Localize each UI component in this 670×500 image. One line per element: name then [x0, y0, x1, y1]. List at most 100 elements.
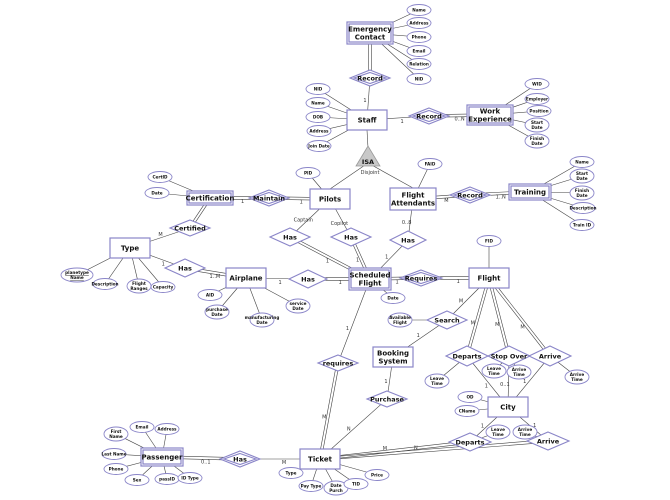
attribute-type[interactable]: Type	[278, 467, 304, 479]
attribute-pay-type[interactable]: Pay Type	[298, 480, 324, 492]
relationship-requires[interactable]: Requires	[398, 269, 444, 287]
relationship-has[interactable]: Has	[218, 450, 262, 468]
attribute-relation[interactable]: Relation	[406, 58, 432, 70]
attribute-date[interactable]: Date	[380, 292, 406, 304]
attribute-name[interactable]: Name	[305, 97, 331, 109]
relationship-has[interactable]: Has	[163, 258, 207, 278]
attribute-label: Join Date	[307, 143, 330, 148]
entity-flight[interactable]: Flight	[468, 267, 510, 289]
attribute-label: Phone	[109, 466, 124, 471]
isa-icon	[355, 145, 381, 167]
relationship-purchase[interactable]: Purchase	[365, 390, 409, 408]
attribute-address[interactable]: Address	[306, 125, 332, 137]
entity-staff[interactable]: Staff	[346, 109, 388, 131]
entity-certification[interactable]: Certification	[186, 190, 235, 206]
entity-ticket[interactable]: Ticket	[299, 448, 341, 470]
relationship-departs[interactable]: Departs	[447, 432, 493, 452]
entity-city[interactable]: City	[487, 396, 529, 418]
attribute-nid[interactable]: NID	[305, 83, 331, 95]
relationship-certified[interactable]: Certified	[168, 219, 212, 237]
relationship-record[interactable]: Record	[448, 186, 492, 204]
attribute-address[interactable]: Address	[154, 423, 180, 435]
relationship-search[interactable]: Search	[425, 310, 469, 330]
relationship-arrive[interactable]: Arrive	[525, 431, 571, 451]
attribute-od[interactable]: OD	[457, 391, 483, 403]
attribute-name[interactable]: Name	[406, 4, 432, 16]
attribute-phone[interactable]: Phone	[406, 31, 432, 43]
attribute-last-name[interactable]: Last Name	[102, 448, 127, 460]
attribute-sex[interactable]: Sex	[124, 474, 150, 486]
attribute-name[interactable]: Name	[569, 156, 595, 168]
cardinality-label: 1	[523, 379, 526, 385]
attribute-aid[interactable]: AID	[197, 289, 223, 301]
attribute-description[interactable]: Description	[91, 278, 119, 290]
attribute-fid[interactable]: FID	[476, 235, 502, 247]
attribute-date[interactable]: Date	[144, 187, 170, 199]
relationship-arrive[interactable]: Arrive	[527, 345, 573, 367]
attribute-employer[interactable]: Employer	[524, 93, 550, 105]
attribute-certid[interactable]: CertID	[147, 171, 173, 183]
relationship-record[interactable]: Record	[348, 69, 392, 87]
attribute-id-type[interactable]: ID Type	[177, 472, 203, 484]
attribute-phone[interactable]: Phone	[103, 463, 129, 475]
relationship-maintain[interactable]: Maintain	[247, 189, 291, 207]
attribute-position[interactable]: Position	[526, 105, 552, 117]
attribute-nid[interactable]: NID	[406, 73, 432, 85]
attribute-cname[interactable]: CName	[454, 405, 480, 417]
attribute-wid[interactable]: WID	[524, 78, 550, 90]
attribute-price[interactable]: Price	[364, 469, 390, 481]
entity-airplane[interactable]: Airplane	[225, 267, 267, 289]
relationship-stop-over[interactable]: Stop Over	[486, 345, 532, 367]
attribute-dob[interactable]: DOB	[305, 111, 331, 123]
entity-label: Certification	[186, 194, 235, 202]
attribute-address[interactable]: Address	[406, 17, 432, 29]
attribute-email[interactable]: Email	[406, 45, 432, 57]
entity-training[interactable]: Training	[508, 183, 552, 201]
attribute-faid[interactable]: FAID	[417, 158, 443, 170]
relationship-record[interactable]: Record	[407, 107, 451, 125]
entity-pilots[interactable]: Pilots	[309, 188, 351, 210]
attribute-pid[interactable]: PID	[295, 167, 321, 179]
relationship-has[interactable]: Has	[388, 230, 428, 250]
relationship-has[interactable]: Has	[329, 227, 373, 247]
attribute-capacity[interactable]: Capacity	[150, 281, 176, 293]
relationship-departs[interactable]: Departs	[444, 345, 490, 367]
attribute-description[interactable]: Description	[569, 202, 597, 214]
attribute-label: passID	[159, 476, 175, 481]
attribute-label: Address	[409, 20, 429, 25]
entity-type[interactable]: Type	[109, 237, 151, 259]
entity-passenger[interactable]: Passenger	[140, 447, 184, 467]
relationship-requires[interactable]: requires	[316, 354, 360, 372]
attribute-join-date[interactable]: Join Date	[306, 140, 332, 152]
relationship-has[interactable]: Has	[287, 269, 329, 289]
attribute-passid[interactable]: passID	[154, 473, 180, 485]
attribute-email[interactable]: Email	[129, 421, 155, 433]
attribute-train-id[interactable]: Train ID	[569, 219, 595, 231]
cardinality-label: 1	[300, 200, 303, 206]
relationship-has[interactable]: Has	[268, 227, 312, 247]
attribute-tid[interactable]: TID	[343, 478, 369, 490]
